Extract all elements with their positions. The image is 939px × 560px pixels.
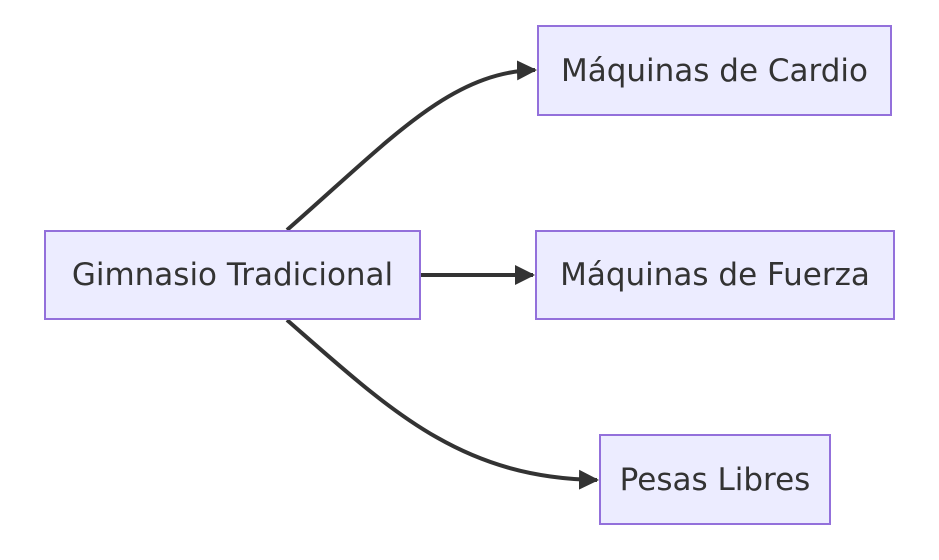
node-maquinas-de-cardio: Máquinas de Cardio — [537, 25, 892, 116]
node-label: Máquinas de Cardio — [560, 52, 869, 89]
node-label: Máquinas de Fuerza — [560, 257, 870, 293]
node-pesas-libres: Pesas Libres — [599, 434, 831, 525]
node-maquinas-de-fuerza: Máquinas de Fuerza — [535, 230, 895, 320]
edge-root-to-pesas — [285, 318, 599, 490]
node-label: Gimnasio Tradicional — [71, 257, 394, 293]
node-gimnasio-tradicional: Gimnasio Tradicional — [44, 230, 421, 320]
edge-root-to-cardio — [285, 60, 537, 232]
node-label: Pesas Libres — [619, 461, 811, 498]
